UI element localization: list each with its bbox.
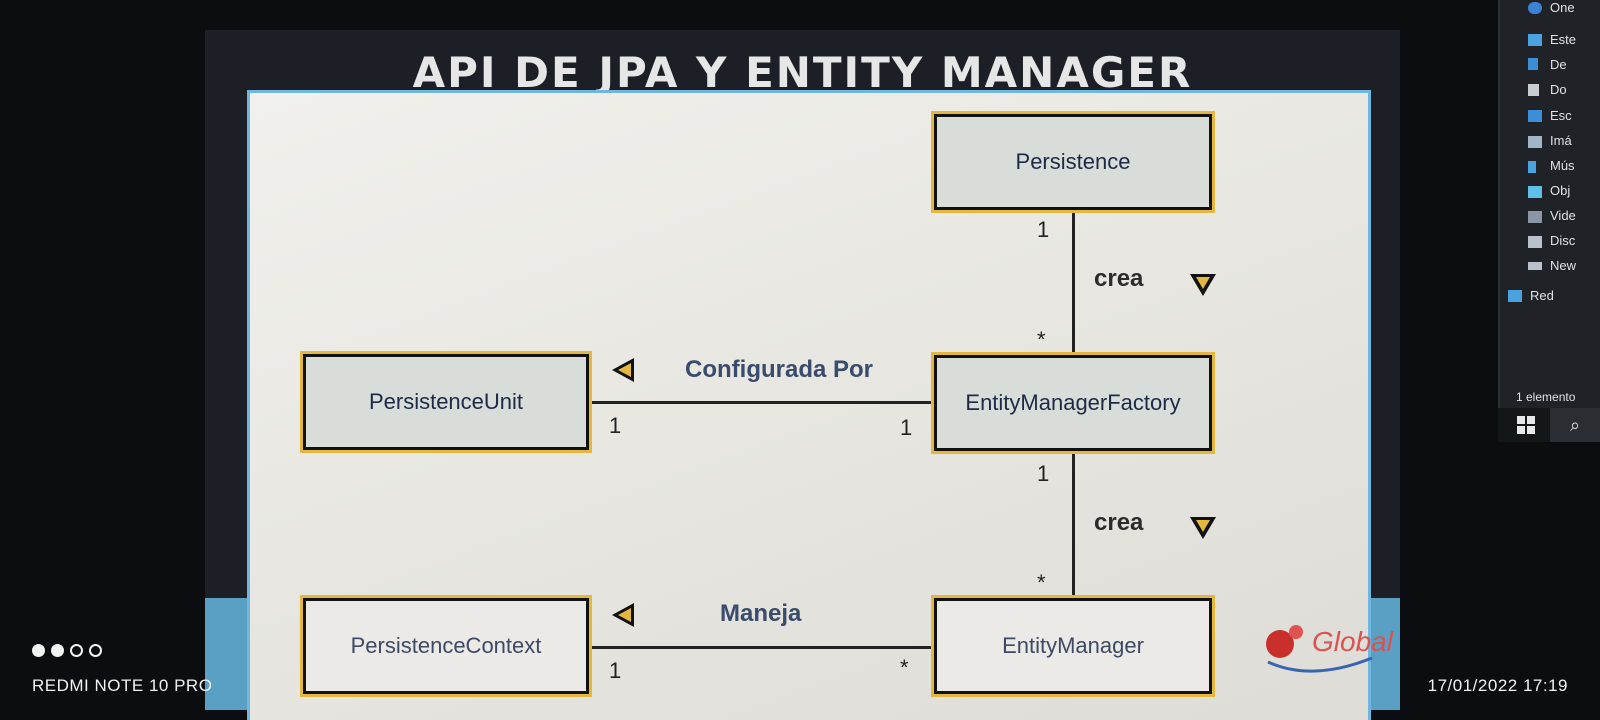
direction-down-icon	[1190, 274, 1216, 296]
onedrive-icon	[1528, 2, 1542, 14]
network-icon	[1508, 290, 1522, 302]
dot-icon	[89, 644, 102, 657]
assoc-configurada-por: Configurada Por	[685, 356, 874, 383]
explorer-item[interactable]: Vide	[1550, 208, 1576, 223]
download-icon	[1528, 58, 1538, 70]
dot-icon	[70, 644, 83, 657]
line-persistence-emf	[1072, 208, 1075, 356]
camera-timestamp: 17/01/2022 17:19	[1427, 676, 1568, 695]
logo-text: Global	[1312, 626, 1393, 657]
explorer-item[interactable]: De	[1550, 57, 1567, 72]
direction-left-icon	[612, 358, 634, 382]
taskbar: ⌕	[1498, 408, 1600, 442]
mult-unit-left: 1	[609, 413, 622, 438]
slide-band-left	[205, 598, 250, 710]
music-icon	[1528, 161, 1536, 173]
line-emf-em	[1072, 449, 1075, 599]
desktop-icon	[1528, 110, 1542, 122]
assoc-crea-bottom: crea	[1094, 509, 1144, 536]
assoc-maneja: Maneja	[720, 600, 802, 627]
dot-icon	[32, 644, 45, 657]
direction-left-icon	[612, 603, 634, 627]
pictures-icon	[1528, 136, 1542, 148]
drive-icon	[1528, 262, 1542, 270]
persistence-context-box: PersistenceContext	[303, 598, 589, 694]
search-icon[interactable]: ⌕	[1550, 408, 1600, 442]
explorer-item[interactable]: New	[1550, 258, 1577, 273]
dot-icon	[51, 644, 64, 657]
mult-emf-from-persistence: *	[1037, 327, 1046, 352]
persistence-unit-box: PersistenceUnit	[303, 354, 589, 450]
windows-start-icon[interactable]	[1516, 415, 1536, 435]
camera-mode-dots	[32, 644, 108, 662]
explorer-item[interactable]: Obj	[1550, 183, 1571, 198]
explorer-item[interactable]: Esc	[1550, 108, 1572, 123]
mult-persistence-top: 1	[1037, 217, 1050, 242]
explorer-item[interactable]: Este	[1550, 32, 1577, 47]
mult-emf-bottom: 1	[1037, 461, 1050, 486]
document-icon	[1528, 84, 1539, 96]
explorer-item[interactable]: Do	[1550, 82, 1567, 97]
explorer-item[interactable]: Red	[1530, 288, 1554, 303]
entity-manager-box: EntityManager	[934, 598, 1212, 694]
assoc-crea-top: crea	[1094, 265, 1144, 292]
mult-context-right: *	[900, 655, 909, 680]
explorer-item[interactable]: Mús	[1550, 158, 1575, 173]
mult-em-from-emf: *	[1037, 570, 1046, 595]
camera-device-label: REDMI NOTE 10 PRO	[32, 676, 213, 695]
global-mentoring-logo	[1266, 625, 1373, 673]
line-context-em	[587, 646, 934, 649]
mult-unit-right: 1	[900, 415, 913, 440]
line-unit-emf	[587, 401, 934, 404]
computer-icon	[1528, 34, 1542, 46]
mult-context-left: 1	[609, 658, 622, 683]
direction-down-icon	[1190, 517, 1216, 539]
video-icon	[1528, 211, 1542, 223]
explorer-item[interactable]: One	[1550, 0, 1575, 15]
slide-title: API DE JPA Y ENTITY MANAGER	[412, 48, 1193, 97]
disk-icon	[1528, 236, 1542, 248]
persistence-box: Persistence	[934, 114, 1212, 210]
explorer-item[interactable]: Disc	[1550, 233, 1576, 248]
uml-diagram: Persistence EntityManagerFactory Persist…	[247, 90, 1371, 720]
entity-manager-factory-box: EntityManagerFactory	[934, 355, 1212, 451]
explorer-status: 1 elemento	[1516, 390, 1576, 404]
explorer-item[interactable]: Imá	[1550, 133, 1572, 148]
file-explorer-panel	[1498, 0, 1600, 442]
objects-3d-icon	[1528, 186, 1542, 198]
